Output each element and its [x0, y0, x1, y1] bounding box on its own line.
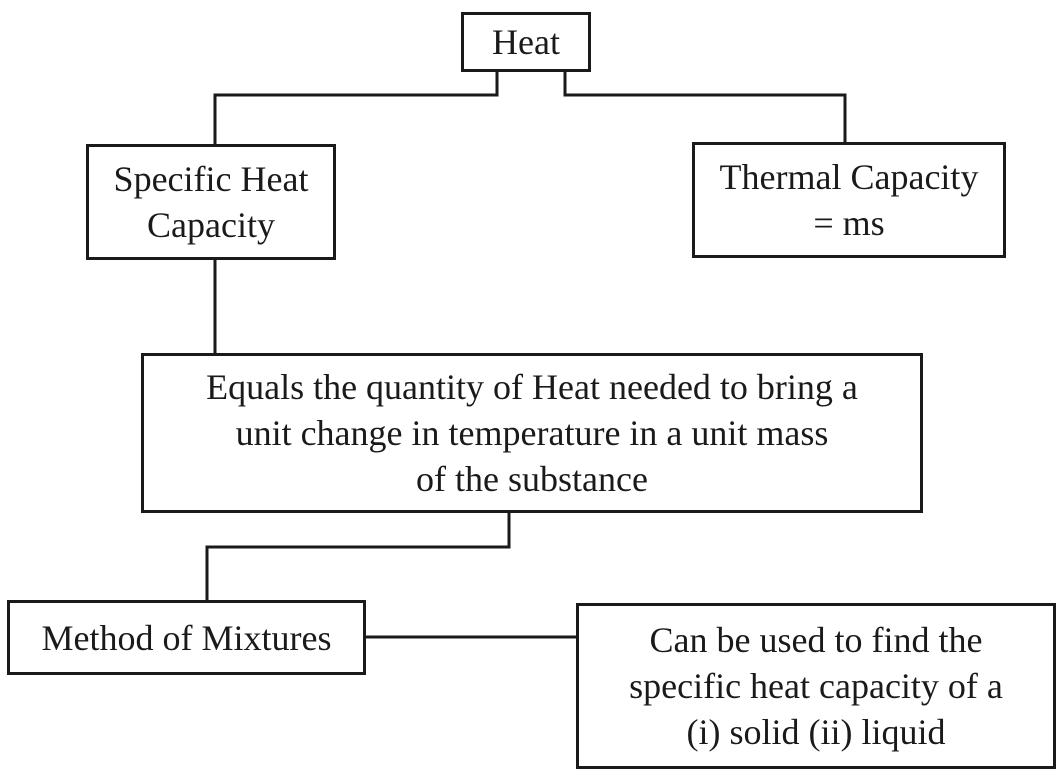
usage-node: Can be used to find the specific heat ca…: [576, 603, 1056, 769]
usage-line-3: (i) solid (ii) liquid: [686, 712, 946, 752]
connector-heat-to-specific-heat-capacity: [213, 72, 499, 144]
thermal-capacity-line-1: Thermal Capacity: [719, 157, 979, 197]
definition-line-3: of the substance: [416, 459, 648, 499]
thermal-capacity-node: Thermal Capacity = ms: [692, 142, 1006, 258]
specific-heat-capacity-line-1: Specific Heat: [113, 159, 309, 199]
specific-heat-capacity-line-2: Capacity: [147, 205, 275, 245]
definition-node: Equals the quantity of Heat needed to br…: [141, 353, 923, 513]
method-of-mixtures-node: Method of Mixtures: [7, 600, 366, 675]
thermal-capacity-line-2: = ms: [813, 203, 885, 243]
usage-line-2: specific heat capacity of a: [629, 666, 1003, 706]
heat-node: Heat: [461, 12, 591, 72]
definition-line-2: unit change in temperature in a unit mas…: [235, 413, 829, 453]
heat-node-line-1: Heat: [492, 22, 560, 62]
usage-line-1: Can be used to find the: [649, 620, 983, 660]
method-of-mixtures-line-1: Method of Mixtures: [41, 617, 332, 658]
specific-heat-capacity-node: Specific Heat Capacity: [86, 144, 336, 260]
definition-line-1: Equals the quantity of Heat needed to br…: [206, 367, 858, 407]
connector-definition-to-method-of-mixtures: [205, 513, 511, 600]
connector-heat-to-thermal-capacity: [563, 72, 847, 142]
